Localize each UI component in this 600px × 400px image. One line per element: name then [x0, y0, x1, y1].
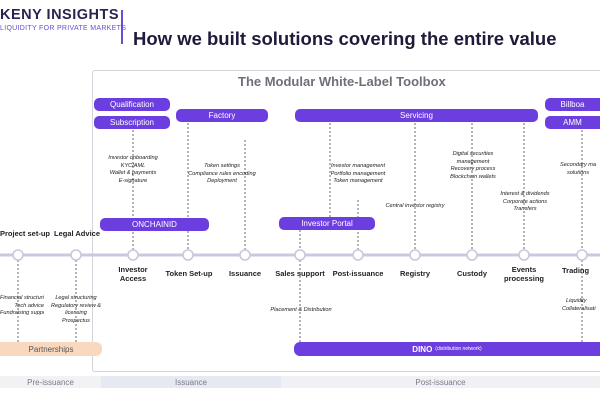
stage-project-setup: Project set-up — [0, 229, 51, 238]
timeline-node-sales-support — [294, 249, 306, 261]
stage-token-setup: Token Set-up — [165, 269, 213, 278]
timeline-node-events — [518, 249, 530, 261]
portal-notes: Investor management Portfolio management… — [330, 163, 386, 185]
subscription-notes: Investor onboarding KYC/AML Wallet & pay… — [108, 155, 158, 184]
timeline-node-issuance — [239, 249, 251, 261]
stage-events-processing: Events processing — [503, 265, 544, 283]
trading-top-notes: Secondary ma solutions — [560, 162, 597, 176]
timeline-node-post-issuance — [352, 249, 364, 261]
brand-name: KENY INSIGHTS — [0, 7, 120, 23]
subscription-module: Subscription — [94, 116, 170, 129]
timeline-node-custody — [466, 249, 478, 261]
billboard-module: Billboa — [545, 98, 600, 111]
page-title: How we built solutions covering the enti… — [133, 28, 557, 49]
timeline-node-legal — [70, 249, 82, 261]
onchainid-module: ONCHAINID — [100, 218, 209, 231]
stage-post-issuance: Post-issuance — [332, 269, 384, 278]
stage-sales-support: Sales support — [275, 269, 325, 278]
sales-notes: Placement & Distribution — [270, 307, 332, 313]
registry-notes: Central investor registry — [385, 203, 445, 209]
stage-legal-advice: Legal Advice — [54, 229, 100, 238]
timeline-node-registry — [409, 249, 421, 261]
trading-bottom-notes: Liquidity Collateralisati — [562, 298, 596, 312]
events-notes: Interest & dividends Corporate actions T… — [500, 191, 550, 213]
phase-pre-issuance: Pre-issuance — [0, 376, 101, 388]
phase-issuance: Issuance — [101, 376, 281, 388]
stage-trading: Trading — [562, 266, 590, 275]
dino-bar: DINO (distribution network) — [294, 342, 600, 356]
custody-notes: Digital securities management Recovery p… — [450, 151, 496, 180]
partnerships-bar: Partnerships — [0, 342, 102, 356]
toolbox-frame — [92, 70, 600, 372]
dino-note: (distribution network) — [435, 346, 482, 352]
factory-module: Factory — [176, 109, 268, 122]
investor-portal-module: Investor Portal — [279, 217, 375, 230]
servicing-module: Servicing — [295, 109, 538, 122]
amm-module: AMM — [545, 116, 600, 129]
timeline-node-investor-access — [127, 249, 139, 261]
project-notes: Financial structuring Tech advice Fundra… — [0, 295, 44, 317]
stage-issuance: Issuance — [228, 269, 262, 278]
legal-notes: Legal structuring Regulatory review & li… — [50, 295, 102, 324]
stage-investor-access: Investor Access — [118, 265, 148, 283]
stage-registry: Registry — [399, 269, 430, 278]
brand-tagline: LIQUIDITY FOR PRIVATE MARKETS — [0, 25, 127, 32]
header-divider — [121, 10, 123, 44]
factory-notes: Token settings Compliance rules encoding… — [188, 163, 256, 185]
timeline-node-project — [12, 249, 24, 261]
timeline-node-token-setup — [182, 249, 194, 261]
toolbox-title: The Modular White-Label Toolbox — [238, 74, 446, 89]
phase-post-issuance: Post-issuance — [281, 376, 600, 388]
dino-label: DINO — [412, 344, 433, 354]
stage-custody: Custody — [457, 269, 487, 278]
timeline-node-trading — [576, 249, 588, 261]
qualification-module: Qualification — [94, 98, 170, 111]
